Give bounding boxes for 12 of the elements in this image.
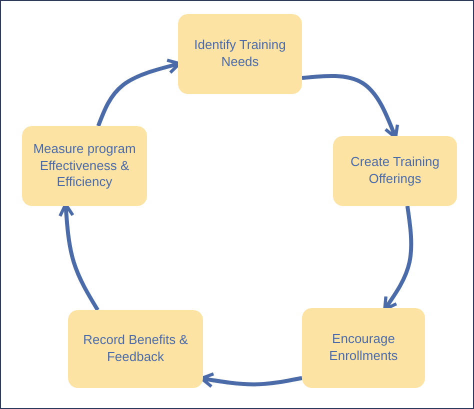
process-box <box>178 14 302 94</box>
process-box <box>22 126 147 206</box>
box-label: Identify Training Needs <box>193 37 287 71</box>
curved-arrow <box>200 372 302 388</box>
box-label: Measure program Effectiveness & Efficiency <box>32 140 137 192</box>
process-box <box>68 310 203 388</box>
box-label: Record Benefits & Feedback <box>82 332 189 366</box>
curved-arrow <box>383 206 414 311</box>
process-box <box>333 136 457 206</box>
process-box <box>302 308 425 388</box>
box-label: Create Training Offerings <box>350 154 440 188</box>
box-label: Encourage Enrollments <box>328 331 399 365</box>
